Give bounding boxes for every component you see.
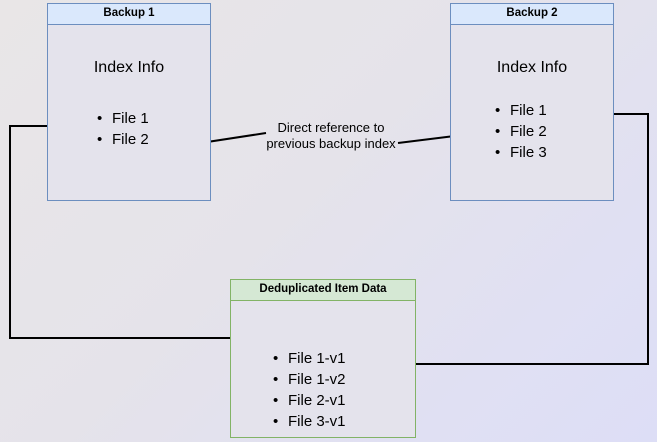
node-backup-1[interactable]: Backup 1 Index Info File 1 File 2	[47, 3, 211, 201]
node-backup-2-index-label: Index Info	[496, 59, 568, 76]
edge-label-line-2: previous backup index	[266, 136, 396, 151]
node-backup-1-header: Backup 1	[48, 4, 210, 25]
list-item: File 3-v1	[273, 411, 346, 432]
list-item: File 2	[495, 121, 547, 142]
node-deduplicated-item-data-header: Deduplicated Item Data	[231, 280, 415, 301]
node-backup-1-body: Index Info File 1 File 2	[48, 25, 210, 200]
list-item: File 2-v1	[273, 390, 346, 411]
backup-1-file-list: File 1 File 2	[97, 108, 149, 150]
edge-label-direct-reference: Direct reference to previous backup inde…	[246, 120, 416, 152]
node-backup-2-body: Index Info File 1 File 2 File 3	[451, 25, 613, 200]
dedup-file-list: File 1-v1 File 1-v2 File 2-v1 File 3-v1	[273, 348, 346, 432]
backup-2-file-list: File 1 File 2 File 3	[495, 100, 547, 163]
list-item: File 1-v1	[273, 348, 346, 369]
list-item: File 3	[495, 142, 547, 163]
edge-label-line-1: Direct reference to	[277, 120, 385, 135]
node-backup-2-header: Backup 2	[451, 4, 613, 25]
list-item: File 1	[495, 100, 547, 121]
list-item: File 2	[97, 129, 149, 150]
node-deduplicated-item-data[interactable]: Deduplicated Item Data File 1-v1 File 1-…	[230, 279, 416, 438]
list-item: File 1	[97, 108, 149, 129]
list-item: File 1-v2	[273, 369, 346, 390]
node-backup-2[interactable]: Backup 2 Index Info File 1 File 2 File 3	[450, 3, 614, 201]
node-backup-1-index-label: Index Info	[93, 59, 165, 76]
node-deduplicated-item-data-body: File 1-v1 File 1-v2 File 2-v1 File 3-v1	[231, 301, 415, 437]
